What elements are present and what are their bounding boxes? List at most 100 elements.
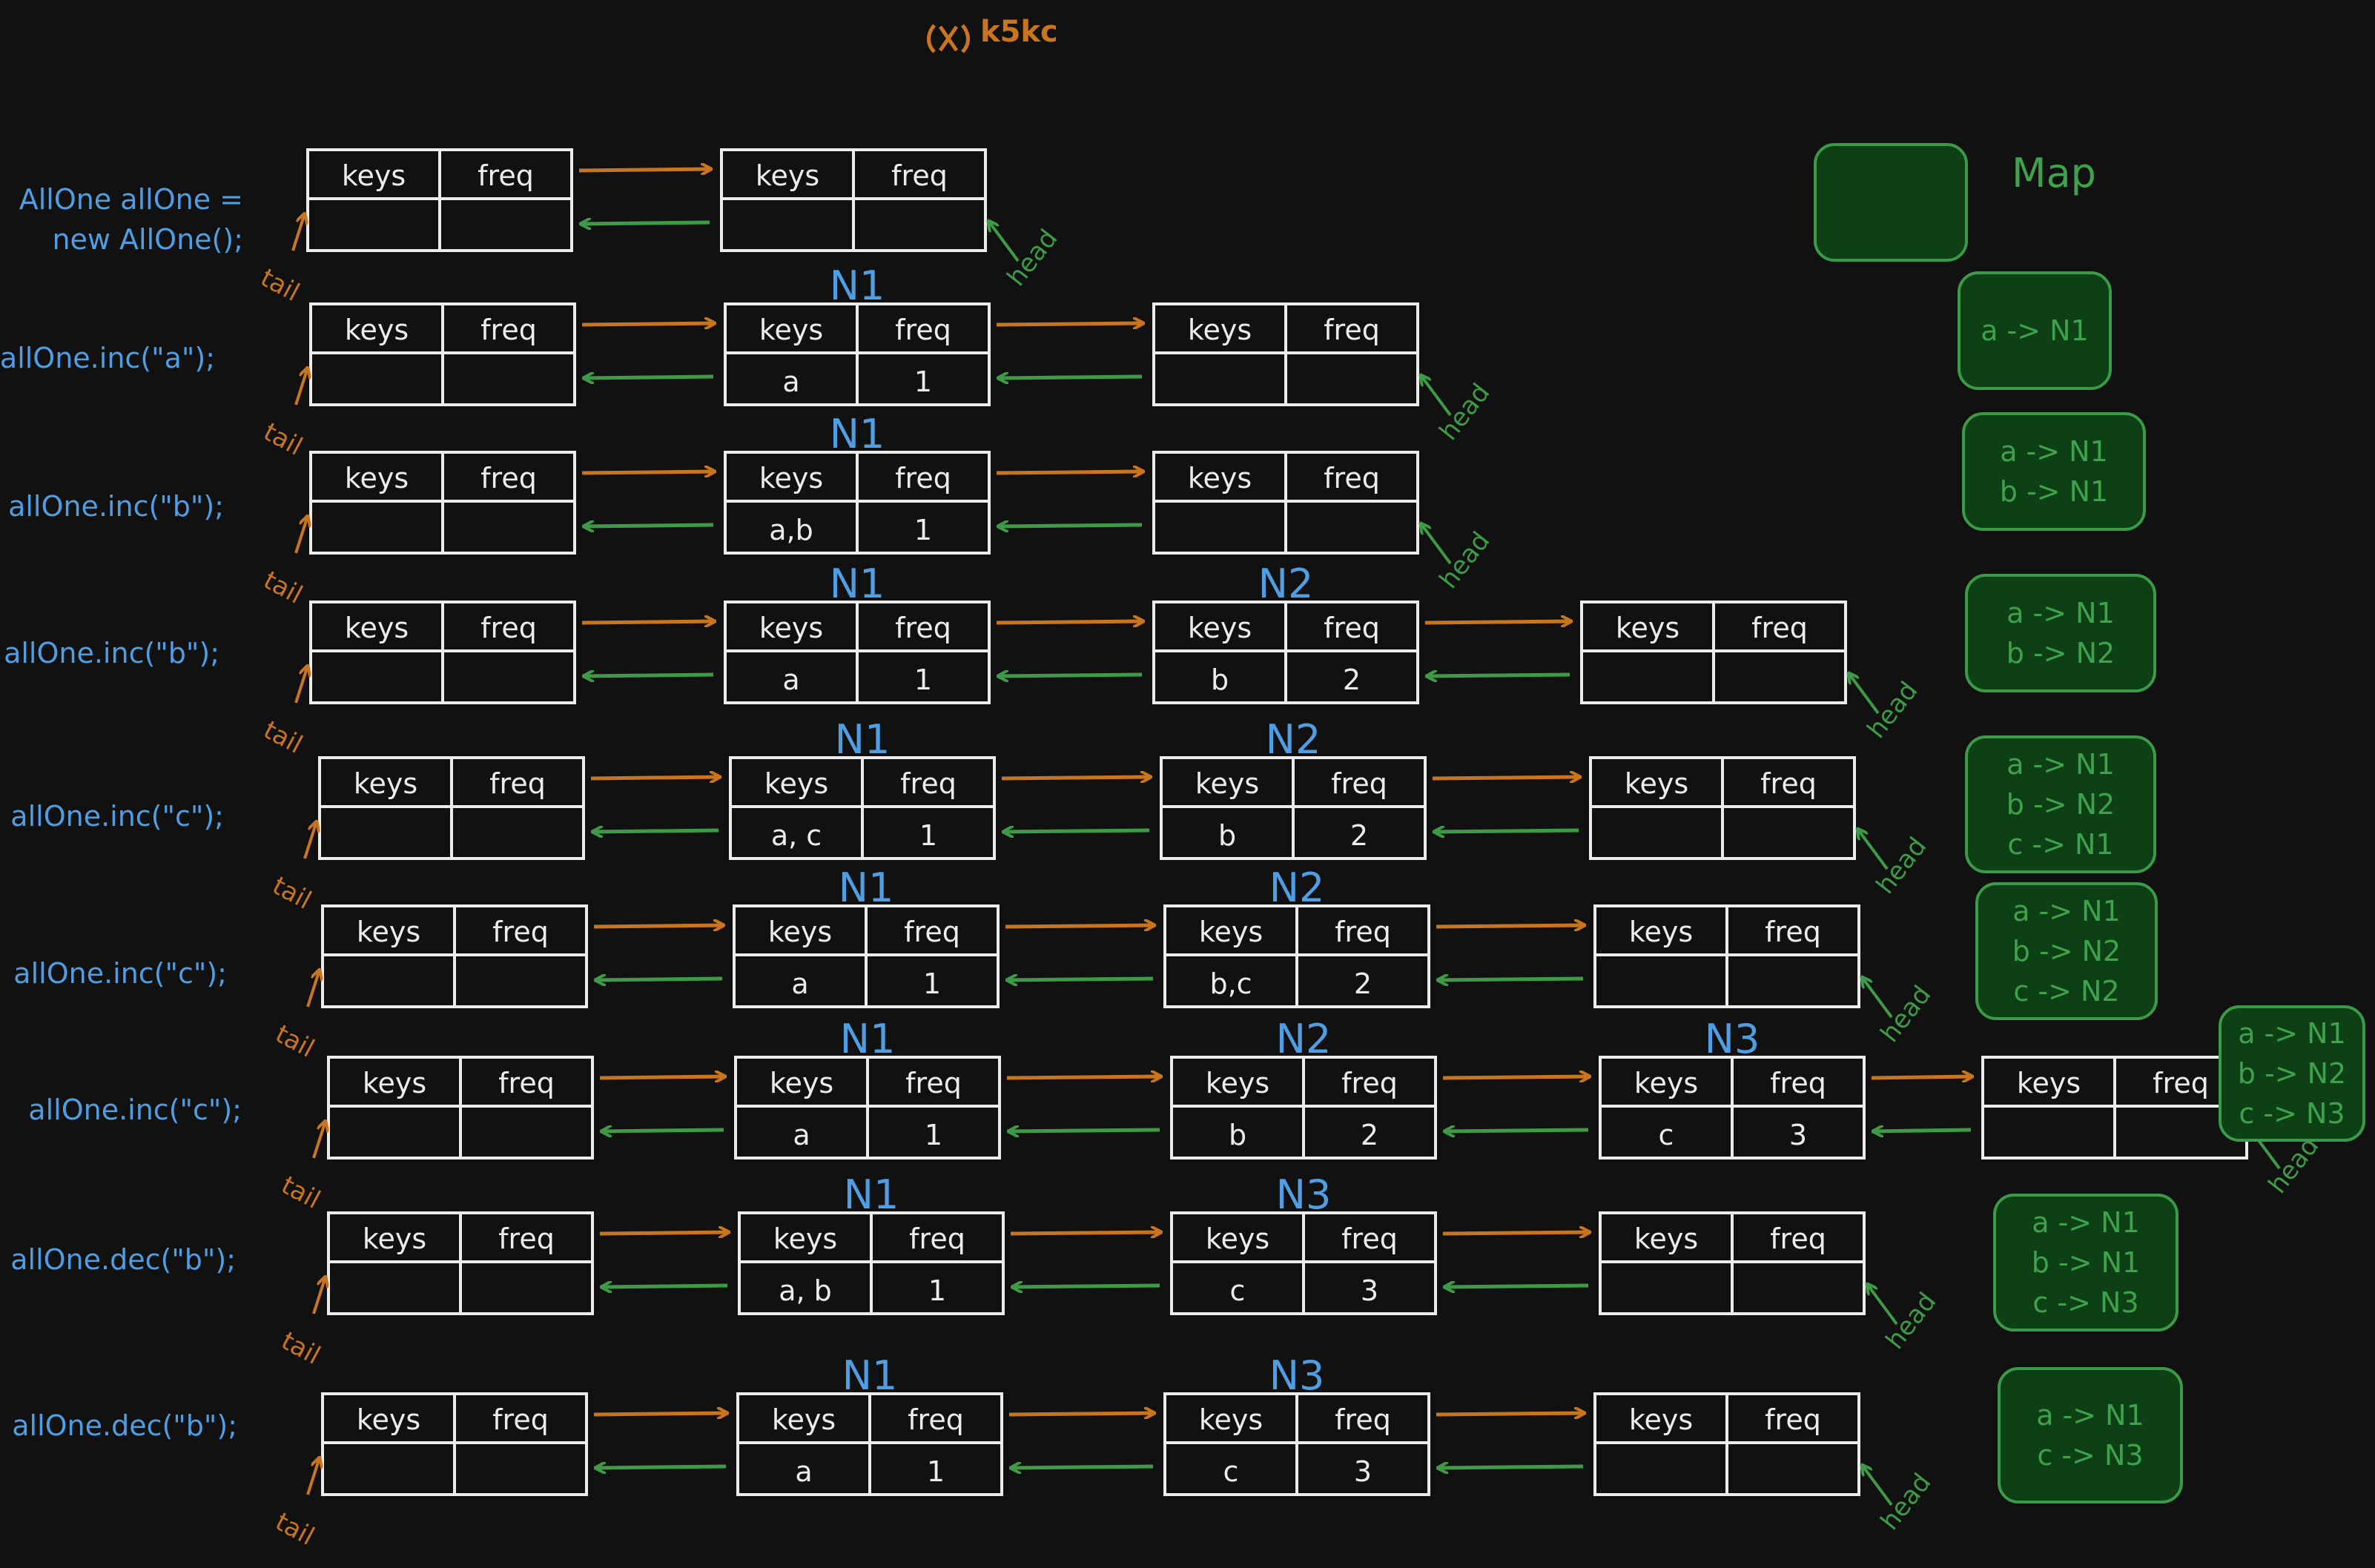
- tail-sentinel-node: keys freq: [309, 451, 576, 555]
- freq-header: freq: [1770, 1067, 1826, 1099]
- command-text: AllOne allOne =: [19, 183, 243, 216]
- node-keys-value: c: [1223, 1455, 1239, 1488]
- next-pointer-arrow: [578, 169, 711, 171]
- node-label: N2: [1276, 1016, 1332, 1062]
- tail-label: tail: [271, 1019, 320, 1064]
- prev-pointer-arrow: [1427, 675, 1570, 676]
- tail-pointer-arrow: [312, 1277, 326, 1314]
- next-pointer-arrow: [1006, 1076, 1161, 1078]
- freq-header: freq: [1331, 767, 1387, 800]
- freq-header: freq: [480, 462, 537, 494]
- freq-header: freq: [900, 767, 957, 800]
- next-pointer-arrow: [599, 1232, 729, 1234]
- keys-header: keys: [1188, 314, 1252, 346]
- node-label: N2: [1269, 864, 1325, 911]
- map-box-background: [1975, 882, 2158, 1020]
- command-text: allOne.inc("b");: [8, 490, 224, 523]
- next-pointer-arrow: [1871, 1076, 1972, 1078]
- map-state-box: a -> N1b -> N2c -> N1: [1965, 735, 2156, 873]
- tail-label: tail: [256, 263, 305, 308]
- map-entry: c -> N3: [2239, 1097, 2345, 1130]
- freq-header: freq: [480, 612, 537, 644]
- map-box-background: [1965, 574, 2156, 692]
- map-entry: a -> N1: [2032, 1206, 2140, 1239]
- node-label: N1: [830, 262, 885, 309]
- map-entry: b -> N1: [2032, 1246, 2140, 1279]
- map-state-box: a -> N1: [1958, 271, 2112, 390]
- head-label: head: [1875, 980, 1938, 1048]
- next-pointer-arrow: [581, 323, 715, 325]
- head-label: head: [1871, 832, 1933, 900]
- node-keys-value: a: [791, 967, 808, 1000]
- next-pointer-arrow: [590, 777, 720, 778]
- freq-header: freq: [498, 1223, 555, 1255]
- map-state-box: a -> N1b -> N2: [1965, 574, 2156, 692]
- map-entry: a -> N1: [2036, 1399, 2144, 1432]
- node-freq-value: 3: [1789, 1119, 1807, 1151]
- tail-pointer-arrow: [291, 214, 305, 251]
- map-entry: a -> N1: [2238, 1017, 2346, 1050]
- next-pointer-arrow: [1010, 1232, 1161, 1234]
- map-box-background: [1958, 271, 2112, 390]
- prev-pointer-arrow: [1003, 830, 1150, 832]
- tail-label: tail: [259, 417, 308, 462]
- map-box-background: [1993, 1194, 2179, 1332]
- head-label: head: [1875, 1468, 1938, 1536]
- map-state-box: a -> N1b -> N1c -> N3: [1993, 1194, 2179, 1332]
- freq-header: freq: [1751, 612, 1808, 644]
- next-pointer-arrow: [996, 472, 1143, 473]
- next-pointer-arrow: [593, 925, 724, 927]
- prev-pointer-arrow: [584, 525, 714, 526]
- prev-pointer-arrow: [595, 979, 723, 980]
- next-pointer-arrow: [1436, 925, 1585, 927]
- prev-pointer-arrow: [601, 1130, 724, 1131]
- head-pointer-arrow: [1862, 977, 1893, 1019]
- freq-header: freq: [891, 159, 948, 192]
- prev-pointer-arrow: [584, 377, 714, 378]
- keys-header: keys: [1199, 1403, 1263, 1436]
- next-pointer-arrow: [1008, 1413, 1155, 1415]
- keys-header: keys: [345, 612, 409, 644]
- keys-header: keys: [1206, 1223, 1269, 1255]
- keys-header: keys: [345, 462, 409, 494]
- freq-header: freq: [1324, 612, 1380, 644]
- keys-header: keys: [764, 767, 828, 800]
- map-entry: b -> N1: [2000, 475, 2108, 508]
- logo-mark-icon: [927, 24, 970, 53]
- map-legend-swatch: [1814, 143, 1968, 262]
- head-pointer-arrow: [1849, 673, 1880, 715]
- node-keys-value: a: [795, 1455, 812, 1488]
- freq-header: freq: [1335, 1403, 1391, 1436]
- map-state-box: a -> N1b -> N2c -> N2: [1975, 882, 2158, 1020]
- freq-header: freq: [1335, 916, 1391, 948]
- freq-header: freq: [1765, 1403, 1821, 1436]
- command-text: allOne.dec("b");: [10, 1243, 236, 1276]
- tail-label: tail: [271, 1507, 320, 1552]
- freq-header: freq: [480, 314, 537, 346]
- tail-label: tail: [268, 871, 317, 916]
- command-text: new AllOne();: [52, 223, 243, 256]
- next-pointer-arrow: [1442, 1232, 1590, 1234]
- node-keys-value: a,b: [769, 514, 813, 546]
- tail-pointer-arrow: [312, 1121, 326, 1159]
- node-keys-value: b,c: [1209, 967, 1252, 1000]
- keys-header: keys: [1195, 767, 1259, 800]
- node-freq-value: 2: [1343, 664, 1361, 696]
- node-label: N1: [830, 560, 885, 607]
- freq-header: freq: [905, 1067, 962, 1099]
